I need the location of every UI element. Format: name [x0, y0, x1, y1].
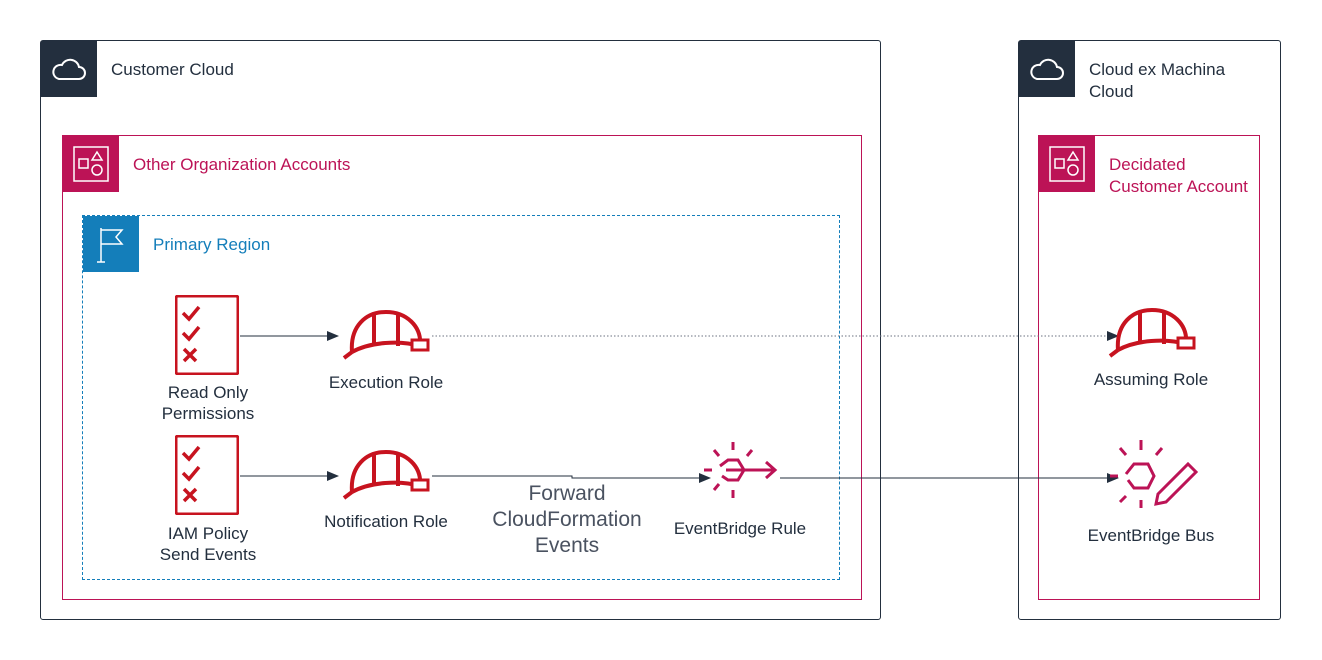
- iam-policy-label: IAM Policy Send Events: [159, 524, 257, 564]
- primary-region-badge: [83, 216, 139, 272]
- flag-icon: [97, 228, 124, 263]
- cem-cloud-badge: [1019, 41, 1075, 97]
- account-shapes-icon: [73, 146, 109, 182]
- customer-cloud-title: Customer Cloud: [111, 60, 234, 79]
- primary-region-title: Primary Region: [153, 235, 271, 254]
- notification-role-label: Notification Role: [324, 512, 448, 531]
- dedicated-account-title: Decidated Customer Account: [1109, 155, 1248, 196]
- edge-notification-to-rule: [432, 473, 711, 483]
- helmet-icon: [342, 309, 430, 360]
- helmet-icon: [1108, 307, 1196, 358]
- eventbridge-rule-icon: [704, 442, 778, 498]
- eventbridge-bus-label: EventBridge Bus: [1087, 526, 1215, 545]
- other-accounts-title: Other Organization Accounts: [133, 155, 351, 174]
- cloud-icon: [1030, 58, 1064, 80]
- cloud-icon: [52, 58, 86, 80]
- primary-region-group: Primary Region: [82, 215, 840, 580]
- account-shapes-icon: [1049, 146, 1085, 182]
- other-accounts-group: Other Organization Accounts: [62, 135, 862, 600]
- helmet-icon: [342, 449, 430, 500]
- dedicated-account-badge: [1039, 136, 1095, 192]
- other-accounts-badge: [63, 136, 119, 192]
- assuming-role-label: Assuming Role: [1093, 370, 1209, 389]
- customer-cloud-group: Customer Cloud: [40, 40, 881, 620]
- checklist-icon: [175, 295, 239, 375]
- customer-cloud-badge: [41, 41, 97, 97]
- forward-events-label: Forward CloudFormation Events: [492, 482, 642, 557]
- cem-cloud-group: Cloud ex Machina Cloud: [1018, 40, 1281, 620]
- eventbridge-bus-icon: [1110, 440, 1199, 508]
- dedicated-account-group: Decidated Customer Account: [1038, 135, 1260, 600]
- checklist-icon: [175, 435, 239, 515]
- read-only-label: Read Only Permissions: [161, 383, 255, 423]
- execution-role-label: Execution Role: [328, 373, 444, 392]
- cem-cloud-title: Cloud ex Machina Cloud: [1089, 60, 1226, 101]
- eventbridge-rule-label: EventBridge Rule: [673, 519, 807, 538]
